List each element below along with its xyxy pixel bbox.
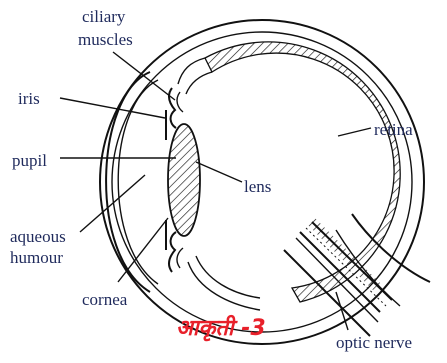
label-cornea: cornea [82, 290, 128, 309]
label-humour: humour [10, 248, 63, 267]
leader-lens [196, 162, 242, 182]
leader-retina [338, 128, 371, 136]
ciliary-muscles-upper [169, 88, 183, 128]
leader-iris [60, 98, 165, 118]
leader-ciliary [113, 52, 175, 100]
label-ciliary: ciliary [82, 7, 126, 26]
retina-layer [178, 42, 400, 310]
label-muscles: muscles [78, 30, 133, 49]
label-aqueous: aqueous [10, 227, 66, 246]
lens-shape [168, 124, 200, 236]
label-iris: iris [18, 89, 40, 108]
ciliary-muscles-lower [169, 232, 183, 272]
label-pupil: pupil [12, 151, 47, 170]
figure-caption: आकृती -3 [176, 314, 266, 342]
label-optic-nerve: optic nerve [336, 333, 412, 352]
label-lens: lens [244, 177, 271, 196]
cornea-outline [106, 72, 158, 292]
label-retina: retina [374, 120, 413, 139]
optic-nerve [284, 214, 430, 336]
